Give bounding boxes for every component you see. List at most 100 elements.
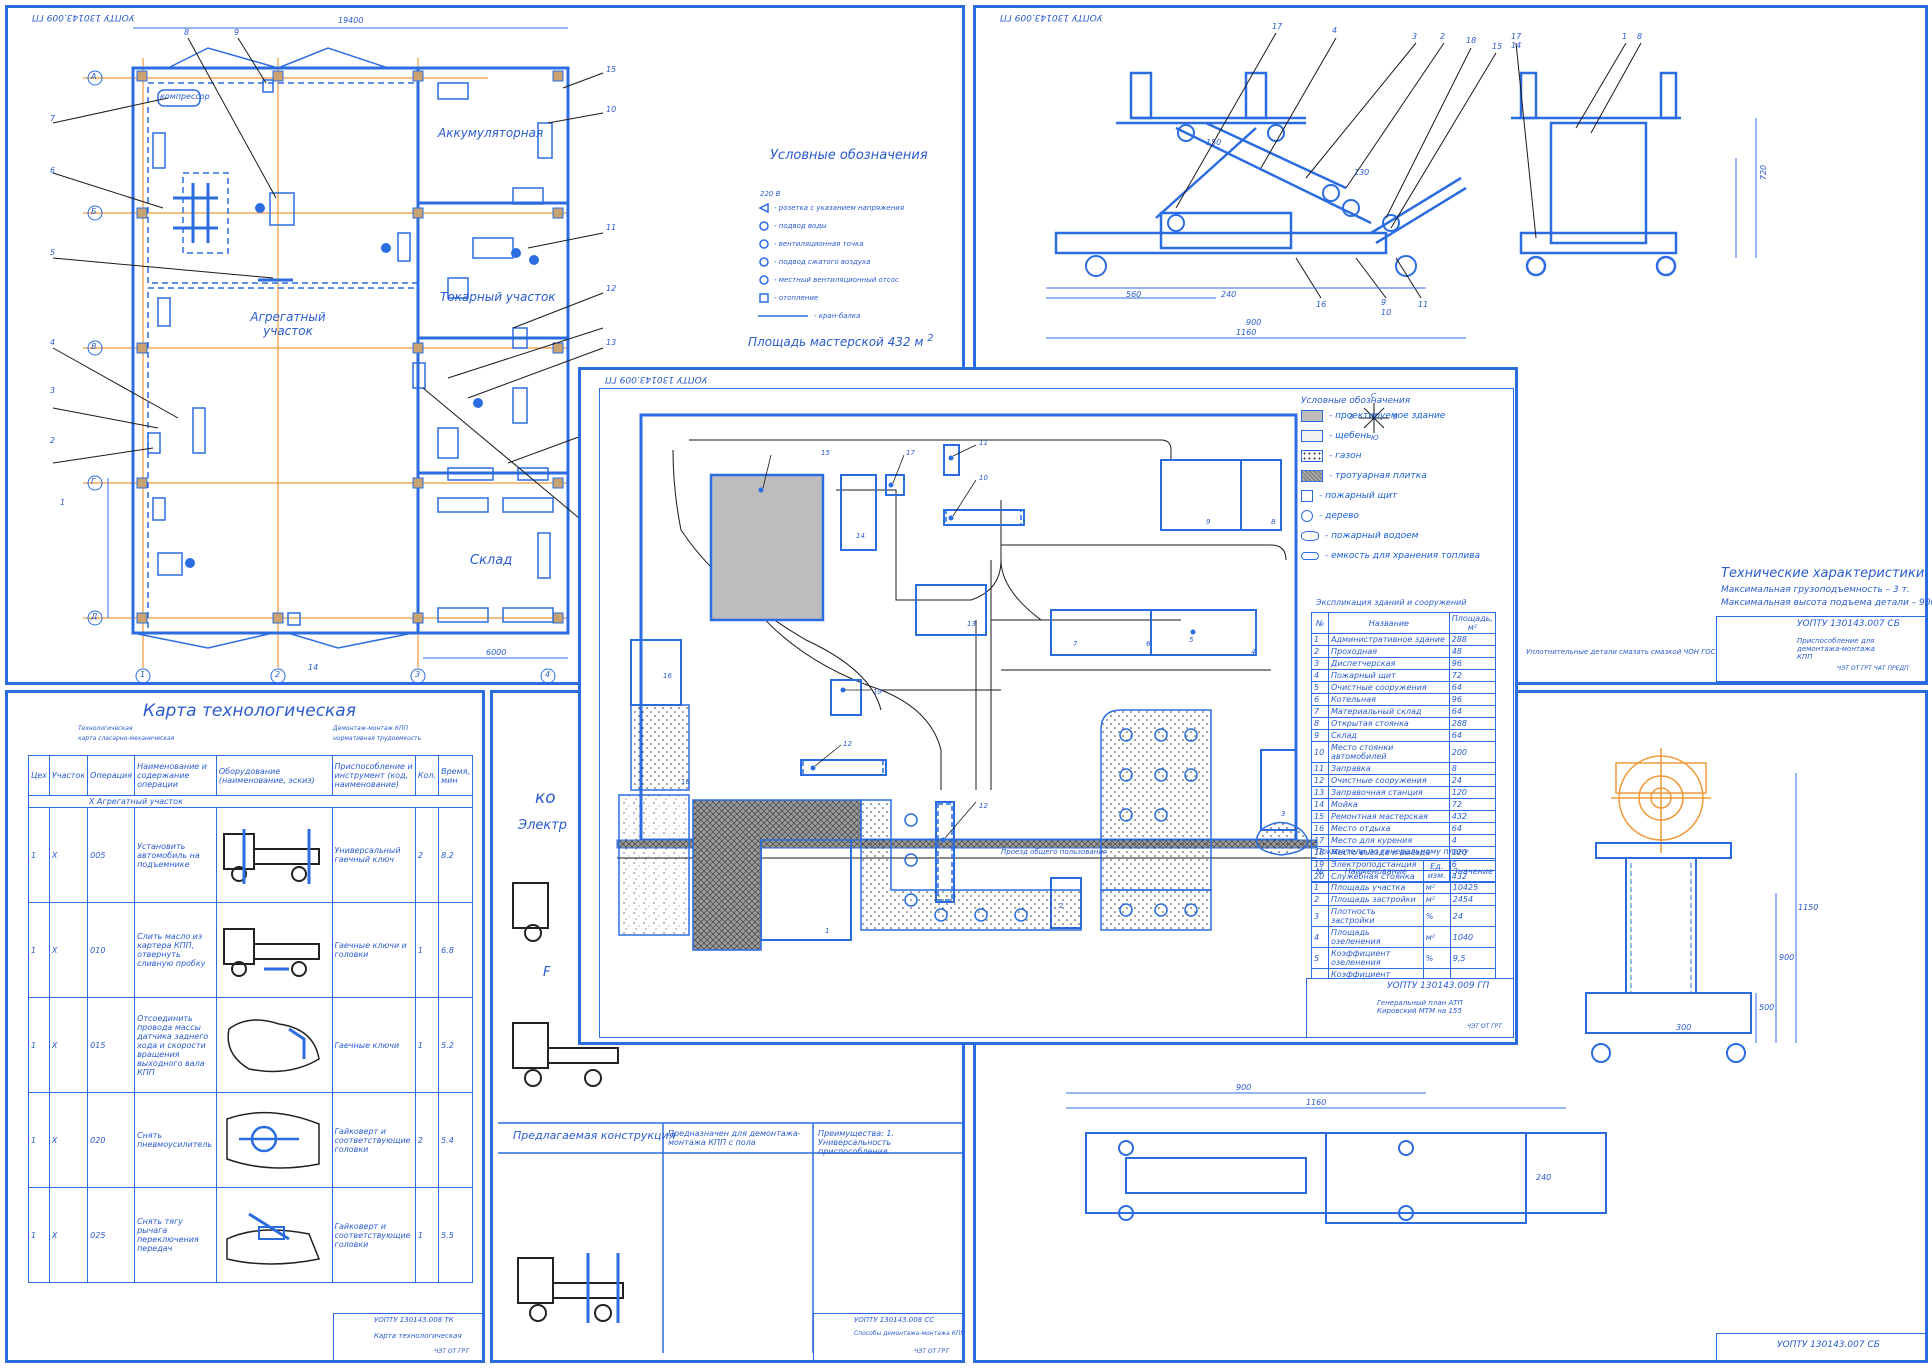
- table-cell: 96: [1448, 657, 1497, 670]
- card-h-section: Участок: [48, 755, 89, 796]
- table-cell: 4: [1311, 669, 1329, 682]
- axis-col-3: 3: [415, 670, 421, 679]
- card-header-row: Цех Участок Операция Наименование и соде…: [28, 755, 473, 796]
- genplan-frame: [599, 388, 1514, 1038]
- table-cell: 120: [1448, 786, 1497, 799]
- genplan-callout-4: 4: [1251, 648, 1256, 656]
- genplan-callout-1: 1: [825, 927, 830, 935]
- legend-row: - тротуарная плитка: [1301, 466, 1481, 486]
- card-sub-right-1: Демонтаж-монтаж КПП: [333, 725, 409, 732]
- genplan-callout-10: 10: [979, 474, 988, 482]
- site-plan: [616, 403, 1389, 951]
- methods-doc-code: УОПТУ 130143.008 СС: [854, 1316, 935, 1324]
- compass-south: Ю: [1371, 434, 1379, 442]
- table-cell: Очистные сооружения: [1328, 681, 1450, 694]
- lift-dim-240: 240: [1221, 290, 1237, 299]
- legend-item-socket: - розетка с указанием напряжения: [774, 204, 905, 212]
- table-cell: 288: [1448, 633, 1497, 646]
- legend-label: - газон: [1329, 451, 1362, 461]
- table-cell: 16: [1311, 822, 1329, 835]
- cell: 020: [87, 1092, 136, 1188]
- callout-2: 2: [50, 436, 56, 445]
- table-row: 1 Х 020 Снять пневмоусилитель Гайковерт …: [28, 1092, 473, 1188]
- methods-title-block: УОПТУ 130143.008 СС Способы демонтажа-мо…: [813, 1313, 965, 1361]
- methods-heading-fragment: ко: [535, 788, 556, 808]
- genplan-legend: Условные обозначения - проектируемое зда…: [1301, 396, 1481, 566]
- table-cell: Очистные сооружения: [1328, 774, 1450, 787]
- table-cell: 9: [1311, 729, 1329, 742]
- table-cell: 96: [1448, 693, 1497, 706]
- genplan-doc-title: Генеральный план АТП Кировский МТМ на 15…: [1377, 999, 1463, 1015]
- sheet-general-plan: УОПТУ 130143.009 ГП: [578, 367, 1518, 1045]
- cell: 005: [87, 807, 136, 903]
- cell: Х: [48, 1092, 89, 1188]
- lift-dim-130: 130: [1354, 168, 1370, 177]
- ind-h-name: Наименование: [1328, 860, 1424, 882]
- table-cell: 2: [1311, 893, 1329, 906]
- lift-callout-3: 3: [1412, 32, 1418, 41]
- card-h-qty: Кол.: [414, 755, 440, 796]
- table-cell: Ремонтная мастерская: [1328, 810, 1450, 823]
- lift-callout-17: 17: [1272, 22, 1283, 31]
- table-cell: 1: [1311, 881, 1329, 894]
- cell: Отсоединить провода массы датчика заднег…: [134, 997, 217, 1093]
- cell: Установить автомобиль на подъемнике: [134, 807, 217, 903]
- cell: 2: [414, 807, 440, 903]
- callout-14: 14: [308, 663, 319, 672]
- room-storage: Склад: [470, 553, 513, 568]
- card-doc-title: Карта технологическая: [374, 1332, 462, 1340]
- table-cell: Коэффициент озеленения: [1328, 947, 1424, 969]
- methods-cell-3: Преимущества: 1. Универсальность приспос…: [818, 1129, 894, 1156]
- tree-icon: [1301, 510, 1313, 522]
- cell: 5.4: [438, 1092, 473, 1188]
- table-cell: 14: [1311, 798, 1329, 811]
- equipment-sketch-booster: [215, 1092, 333, 1188]
- views-doc-code: УОПТУ 130143.007 СБ: [1777, 1340, 1880, 1350]
- table-cell: Мойка: [1328, 798, 1450, 811]
- table-cell: 5: [1311, 681, 1329, 694]
- table-cell: 48: [1448, 645, 1497, 658]
- genplan-callout-11: 11: [979, 439, 988, 447]
- axis-row-a: А: [91, 72, 97, 81]
- cell: 5.2: [438, 997, 473, 1093]
- card-table: Цех Участок Операция Наименование и соде…: [28, 755, 473, 1283]
- table-cell: 24: [1448, 774, 1497, 787]
- axis-row-b: Б: [91, 207, 97, 216]
- swatch-tile: [1301, 470, 1323, 482]
- lift-doc-title: Приспособление для демонтажа-монтажа КПП: [1797, 637, 1875, 661]
- lift-side-view: [1046, 32, 1757, 618]
- legend-label: - емкость для хранения топлива: [1325, 551, 1481, 561]
- table-cell: Диспетчерская: [1328, 657, 1450, 670]
- tech-line-2: Максимальная высота подъема детали – 900…: [1721, 598, 1932, 608]
- cell: 5.5: [438, 1187, 473, 1283]
- cell: 8.2: [438, 807, 473, 903]
- axis-row-d: Г: [91, 477, 96, 486]
- cell: Снять пневмоусилитель: [134, 1092, 217, 1188]
- card-doc-code: УОПТУ 130143.008 ТК: [374, 1316, 454, 1324]
- lift-note: Уплотнительные детали смазать смазкой ЧО…: [1526, 648, 1792, 656]
- legend-label: - щебень: [1329, 431, 1372, 441]
- legend-item-water: - подвод воды: [774, 222, 827, 230]
- table-cell: 64: [1448, 822, 1497, 835]
- table-cell: Административное здание: [1328, 633, 1450, 646]
- lift-callout-2: 2: [1440, 32, 1446, 41]
- genplan-callout-16: 16: [663, 672, 672, 680]
- cell: 2: [414, 1092, 440, 1188]
- workshop-area: Площадь мастерской 432 м 2: [748, 333, 934, 349]
- tech-title: Технические характеристики: [1721, 566, 1925, 581]
- table-row: 1 Х 005 Установить автомобиль на подъемн…: [28, 807, 473, 903]
- card-h-shop: Цех: [28, 755, 50, 796]
- table-cell: 6: [1311, 693, 1329, 706]
- table-cell: Заправочная станция: [1328, 786, 1450, 799]
- callout-10: 10: [606, 105, 617, 114]
- lift-callout-9: 9: [1381, 298, 1387, 307]
